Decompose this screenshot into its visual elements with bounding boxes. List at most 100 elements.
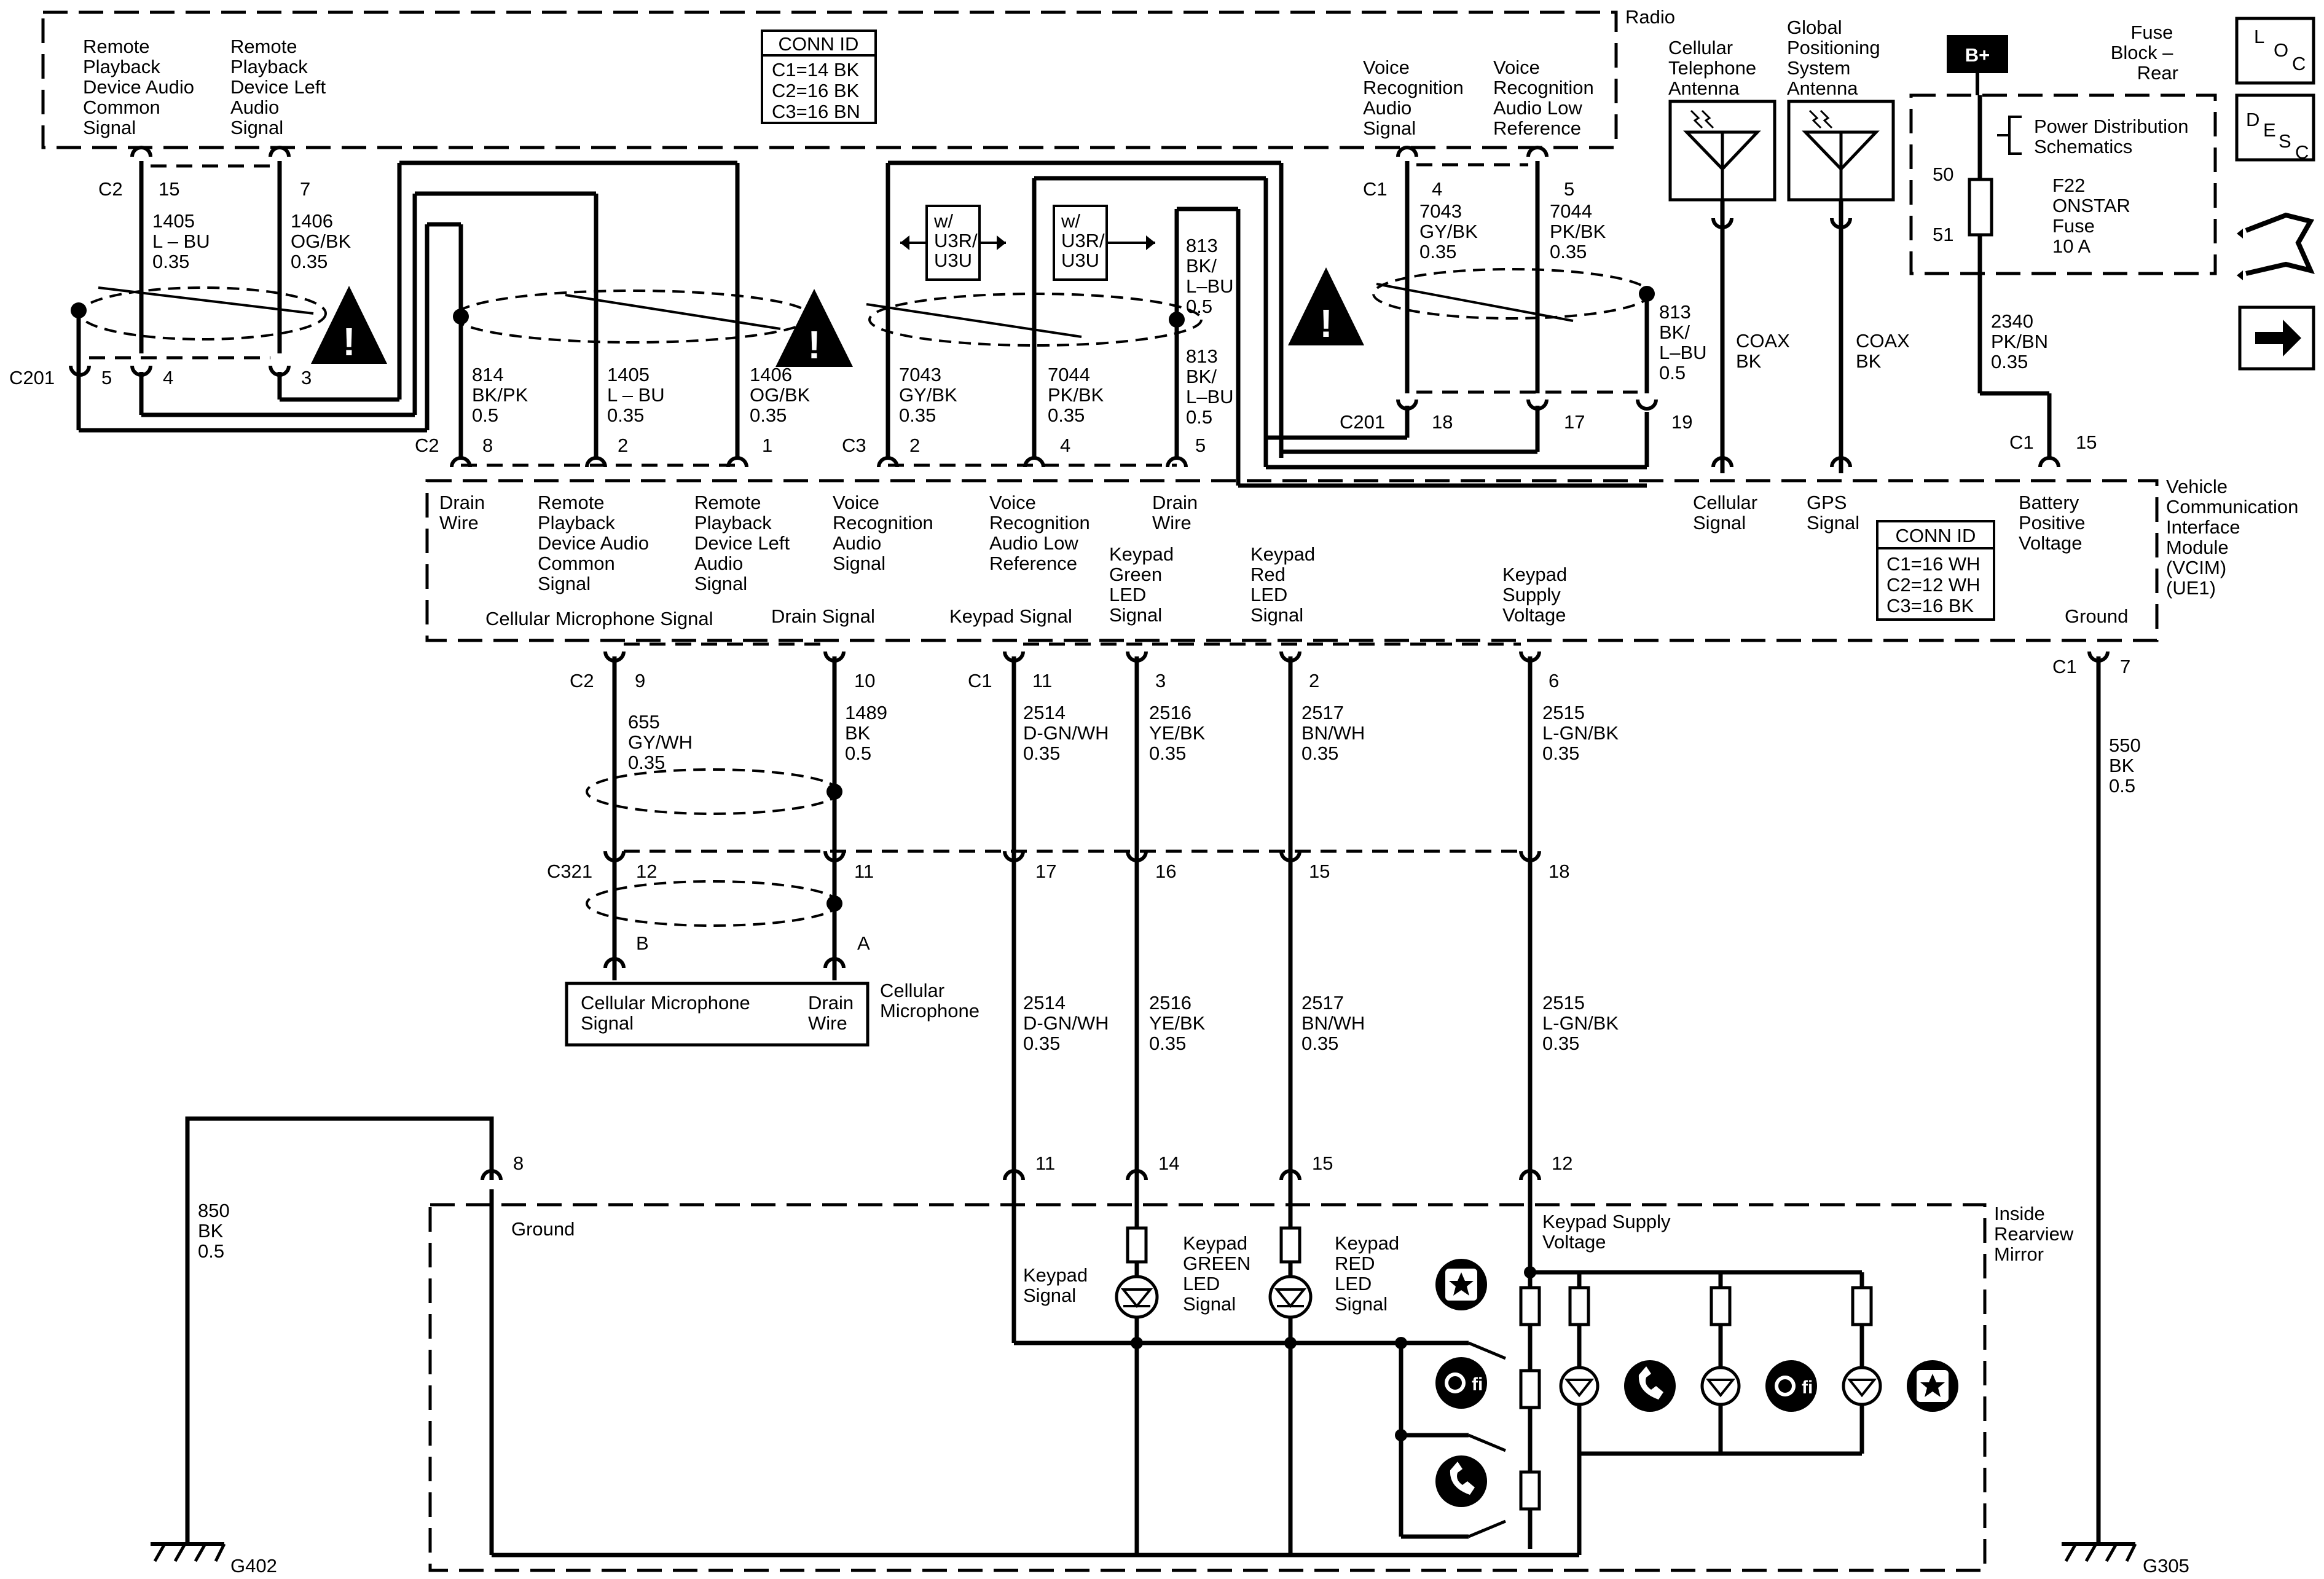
onstar-button-icon[interactable]: fi xyxy=(1765,1360,1817,1412)
emergency-button-icon[interactable] xyxy=(1435,1259,1487,1310)
emergency-button-icon[interactable] xyxy=(1907,1360,1958,1412)
svg-text:7: 7 xyxy=(2120,656,2130,677)
svg-text:Keypad Signal: Keypad Signal xyxy=(1023,1264,1093,1306)
svg-text:Battery Positive V: Battery Positive Voltage xyxy=(2019,492,2090,554)
ground-g402-icon: G402 xyxy=(151,1542,277,1577)
svg-text:12: 12 xyxy=(636,860,657,882)
next-page-arrow-icon[interactable] xyxy=(2238,305,2315,371)
svg-text:15: 15 xyxy=(1312,1152,1333,1174)
svg-text:51: 51 xyxy=(1933,224,1953,245)
option-box: w/ U3R/ U3U xyxy=(900,205,1006,281)
svg-text:!: ! xyxy=(1319,301,1332,345)
svg-text:1405 L – BU 0.35: 1405 L – BU 0.35 xyxy=(607,364,670,426)
svg-text:1: 1 xyxy=(762,435,772,456)
svg-text:Ground: Ground xyxy=(511,1218,575,1240)
vcim-conn-id-table: CONN ID C1=16 WH C2=12 WH C3=16 BK xyxy=(1876,520,1995,621)
svg-text:Fuse Block – Rear: Fuse Block – Rear xyxy=(2111,22,2178,84)
svg-text:1489 BK 0.5: 1489 BK 0.5 xyxy=(845,702,893,764)
svg-text:Drain Wire: Drain Wire xyxy=(808,992,859,1034)
warning-icon xyxy=(1288,267,1364,345)
svg-text:9: 9 xyxy=(635,670,645,691)
svg-text:Cellular Microphone Signal: Cellular Microphone Signal xyxy=(485,608,713,629)
option-box: w/ U3R/ U3U xyxy=(1053,205,1155,281)
svg-text:7043 GY/BK 0.35: 7043 GY/BK 0.35 xyxy=(899,364,962,426)
svg-text:Drain Wire: Drain Wire xyxy=(439,492,490,534)
svg-text:15: 15 xyxy=(1309,860,1330,882)
svg-text:Keypad GREEN LED: Keypad GREEN LED Signal xyxy=(1183,1232,1256,1315)
svg-text:w/ U3R/ U3U: w/ U3R/ U3U xyxy=(933,210,983,271)
svg-text:C2=16 BK: C2=16 BK xyxy=(772,80,860,101)
svg-text:C201: C201 xyxy=(1340,411,1385,433)
svg-text:813 BK/ L–BU: 813 BK/ L–BU 0.5 xyxy=(1186,235,1239,317)
svg-text:C1: C1 xyxy=(968,670,992,691)
svg-text:Inside Rearview Mi: Inside Rearview Mirror xyxy=(1994,1203,2079,1265)
svg-text:2515 L-GN/BK 0.35: 2515 L-GN/BK 0.35 xyxy=(1542,702,1624,764)
svg-text:!: ! xyxy=(342,320,355,364)
svg-text:813 BK/ L–BU: 813 BK/ L–BU 0.5 xyxy=(1659,301,1712,384)
phone-button-icon[interactable] xyxy=(1624,1360,1676,1412)
svg-text:C: C xyxy=(2292,53,2306,74)
svg-text:Keypad RED LED: Keypad RED LED Signal xyxy=(1335,1232,1405,1315)
svg-text:C: C xyxy=(2295,141,2309,163)
svg-text:2515 L-GN/BK 0.35: 2515 L-GN/BK 0.35 xyxy=(1542,992,1624,1054)
lower-wiring: C2 9 10 C1 11 3 2 6 C1 7 655 GY/WH 0.35 … xyxy=(151,642,2189,1577)
svg-text:655 GY/WH 0.35: 655 GY/WH 0.35 xyxy=(628,711,698,773)
svg-text:3: 3 xyxy=(1155,670,1166,691)
svg-text:7043 GY/BK 0.35: 7043 GY/BK 0.35 xyxy=(1419,200,1483,262)
svg-text:O: O xyxy=(2274,39,2288,61)
svg-text:A: A xyxy=(857,932,870,954)
radio-component: Radio Remote Playback Device Audio Commo… xyxy=(41,6,1675,149)
svg-text:B: B xyxy=(636,932,649,954)
svg-text:2: 2 xyxy=(1309,670,1319,691)
svg-text:C321: C321 xyxy=(547,860,592,882)
svg-text:19: 19 xyxy=(1671,411,1692,433)
svg-text:G305: G305 xyxy=(2143,1555,2189,1577)
svg-text:15: 15 xyxy=(2076,431,2097,453)
svg-text:10: 10 xyxy=(854,670,875,691)
svg-text:L: L xyxy=(2254,26,2264,47)
warning-icon xyxy=(775,289,853,367)
upper-wiring: C2 15 7 1405 L – BU 0.35 1406 OG/BK 0.35… xyxy=(9,146,2097,488)
loc-icon[interactable]: L O C xyxy=(2235,17,2315,85)
svg-text:C2: C2 xyxy=(98,178,123,200)
svg-text:Ground: Ground xyxy=(2065,605,2128,627)
radio-pin-label: Voice Recognition Audio Low Reference xyxy=(1493,57,1599,139)
svg-text:CONN ID: CONN ID xyxy=(779,33,859,55)
svg-text:F22 ONSTAR Fuse: F22 ONSTAR Fuse 10 A xyxy=(2052,175,2136,257)
svg-text:50: 50 xyxy=(1933,163,1953,185)
svg-text:5: 5 xyxy=(1564,178,1574,200)
radio-pin-label: Voice Recognition Audio Signal xyxy=(1363,57,1469,139)
svg-text:Power Distribution Schem: Power Distribution Schematics xyxy=(2034,116,2194,157)
svg-text:C1: C1 xyxy=(1363,178,1388,200)
svg-text:2516 YE/BK 0.35: 2516 YE/BK 0.35 xyxy=(1149,992,1211,1054)
cellular-antenna: Cellular Telephone Antenna xyxy=(1668,37,1776,202)
svg-text:17: 17 xyxy=(1035,860,1056,882)
svg-text:Drain Wire: Drain Wire xyxy=(1152,492,1203,534)
svg-text:5: 5 xyxy=(1195,435,1206,456)
svg-text:C1: C1 xyxy=(2052,656,2077,677)
svg-text:8: 8 xyxy=(513,1152,524,1174)
svg-text:fi: fi xyxy=(1802,1377,1813,1398)
svg-text:2514 D-GN/WH 0.35: 2514 D-GN/WH 0.35 xyxy=(1023,702,1114,764)
svg-text:S: S xyxy=(2279,130,2291,152)
svg-text:C2=12 WH: C2=12 WH xyxy=(1886,574,1980,596)
svg-text:Cellular Microphone Si: Cellular Microphone Signal xyxy=(581,992,755,1034)
inside-rearview-mirror: Inside Rearview Mirror Ground Keypad Sig… xyxy=(428,1180,2079,1572)
cellular-microphone: Cellular Microphone Signal Drain Wire Ce… xyxy=(565,980,979,1047)
svg-text:1406 OG/BK 0.35: 1406 OG/BK 0.35 xyxy=(291,210,356,272)
connector-repair-icon[interactable] xyxy=(2237,212,2315,280)
svg-text:Keypad Red LED: Keypad Red LED Signal xyxy=(1250,543,1321,626)
desc-icon[interactable]: D E S C xyxy=(2235,93,2315,163)
svg-text:11: 11 xyxy=(1032,670,1052,691)
svg-text:4: 4 xyxy=(1432,178,1442,200)
onstar-button-icon[interactable]: fi xyxy=(1435,1357,1487,1409)
phone-button-icon[interactable] xyxy=(1435,1455,1487,1507)
svg-text:550 BK 0.5: 550 BK 0.5 xyxy=(2109,734,2146,797)
svg-text:Remote Playback De: Remote Playback Device Audio Common Sign… xyxy=(538,492,654,594)
fuse-block-rear: Fuse Block – Rear B+ Power Distribution … xyxy=(1909,22,2217,372)
svg-text:Cellular Telephone: Cellular Telephone Antenna xyxy=(1668,37,1762,99)
b-plus-label: B+ xyxy=(1965,44,1990,66)
svg-text:2340 PK/BN 0.35: 2340 PK/BN 0.35 xyxy=(1991,310,2054,372)
svg-text:2517 BN/WH 0.35: 2517 BN/WH 0.35 xyxy=(1301,992,1370,1054)
svg-text:C3: C3 xyxy=(842,435,866,456)
